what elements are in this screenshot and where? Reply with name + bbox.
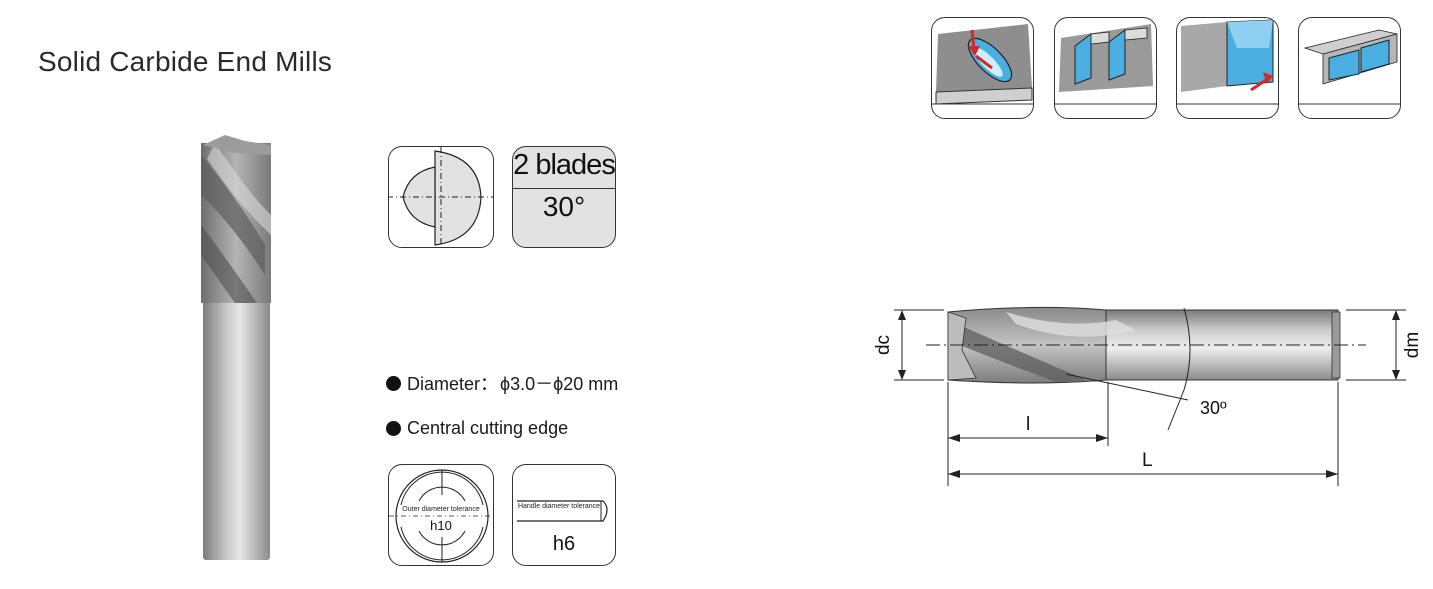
end-mill-photo	[195, 135, 280, 570]
end-mill-technical-drawing: dc dm l L 30º	[866, 290, 1426, 490]
dc-label: dc	[873, 334, 895, 356]
pocket-milling-icon	[1298, 17, 1401, 119]
handle-tolerance-label: Handle diameter tolerance	[517, 503, 601, 510]
blades-info-box: 2 blades 30°	[512, 146, 616, 248]
slot-plunge-icon	[931, 17, 1034, 119]
feature-central-cutting-edge: Central cutting edge	[386, 418, 568, 439]
helix-angle-label: 30º	[1200, 398, 1227, 418]
feature-label: Central cutting edge	[407, 418, 569, 438]
page-title: Solid Carbide End Mills	[38, 46, 333, 77]
blade-count: 2 blades	[513, 149, 615, 181]
l-label: l	[1026, 414, 1031, 435]
side-milling-icon	[1176, 17, 1279, 119]
cross-section-diagram	[388, 146, 494, 248]
bullet-icon	[386, 421, 401, 436]
outer-diameter-tolerance-box: Outer diameter tolerance h10	[388, 464, 494, 566]
feature-diameter: Diameter： ϕ3.0－ϕ20 mm	[386, 370, 618, 396]
outer-tolerance-value: h10	[430, 518, 452, 533]
feature-label: Diameter：	[407, 374, 499, 394]
slotting-icon	[1054, 17, 1157, 119]
handle-diameter-tolerance-box: Handle diameter tolerance h6	[512, 464, 616, 566]
divider	[513, 188, 615, 189]
L-label: L	[1142, 450, 1153, 471]
feature-value: ϕ3.0－ϕ20 mm	[500, 374, 619, 394]
outer-tolerance-label: Outer diameter tolerance	[402, 506, 480, 513]
handle-tolerance-value: h6	[552, 533, 576, 555]
dm-label: dm	[1402, 331, 1424, 359]
helix-angle: 30°	[542, 191, 586, 222]
bullet-icon	[386, 375, 401, 391]
